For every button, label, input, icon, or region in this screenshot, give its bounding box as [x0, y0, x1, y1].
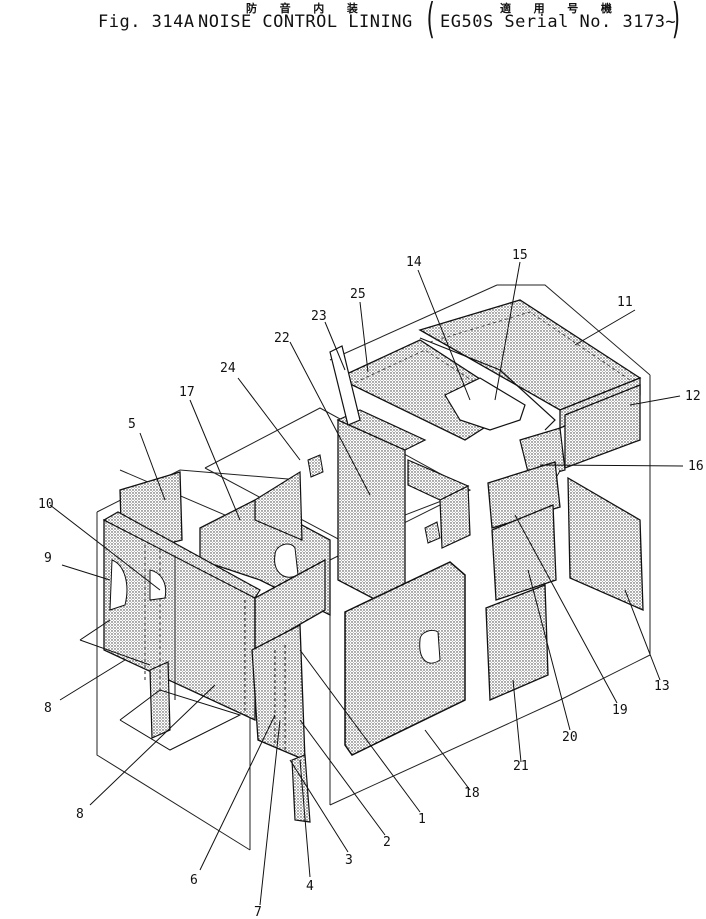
leader-lines	[49, 261, 684, 906]
callout-23: 23	[311, 309, 327, 324]
panel-22-strip	[407, 459, 471, 549]
figure-label: Fig. 314A	[98, 12, 195, 32]
callout-20: 20	[562, 730, 578, 745]
callout-5: 5	[128, 417, 136, 432]
figure-title: NOISE CONTROL LINING	[198, 12, 413, 32]
applicable-serial: EG50S Serial No. 3173~	[440, 12, 677, 32]
callout-9: 9	[44, 551, 52, 566]
callout-25: 25	[350, 287, 366, 302]
callout-11: 11	[617, 295, 633, 310]
panel-24	[307, 454, 441, 544]
jp-title: 防 音 内 装	[246, 2, 366, 15]
panel-23	[329, 345, 361, 426]
panel-14-15	[419, 337, 556, 431]
callout-3: 3	[345, 853, 353, 868]
figure-header: 防 音 内 装 Fig. 314A NOISE CONTROL LINING (…	[0, 0, 706, 60]
callout-1: 1	[418, 812, 426, 827]
callout-14: 14	[406, 255, 422, 270]
callout-19: 19	[612, 703, 628, 718]
jp-applicable: 適 用 号 機	[500, 2, 620, 15]
callout-13: 13	[654, 679, 670, 694]
callout-4: 4	[306, 879, 314, 894]
callout-6: 6	[190, 873, 198, 888]
panel-21	[485, 584, 549, 701]
callout-8b: 8	[76, 807, 84, 822]
panel-12	[564, 384, 641, 469]
callout-7: 7	[254, 905, 262, 919]
callout-12: 12	[685, 389, 701, 404]
left-assembly	[79, 511, 326, 823]
close-paren: )	[670, 0, 683, 43]
callout-18: 18	[464, 786, 480, 801]
callout-17: 17	[179, 385, 195, 400]
callout-21: 21	[513, 759, 529, 774]
open-paren: (	[424, 0, 437, 43]
callout-22: 22	[274, 331, 290, 346]
panel-18	[344, 561, 466, 756]
callout-labels: 1 2 3 4 5 6 7 8 8 9 10 11 12 13 14 15 16…	[38, 248, 704, 919]
callout-16: 16	[688, 459, 704, 474]
callout-10: 10	[38, 497, 54, 512]
callout-15: 15	[512, 248, 528, 263]
panel-20	[491, 504, 557, 601]
callout-8a: 8	[44, 701, 52, 716]
panel-13	[567, 476, 644, 612]
callout-2: 2	[383, 835, 391, 850]
callout-24: 24	[220, 361, 236, 376]
